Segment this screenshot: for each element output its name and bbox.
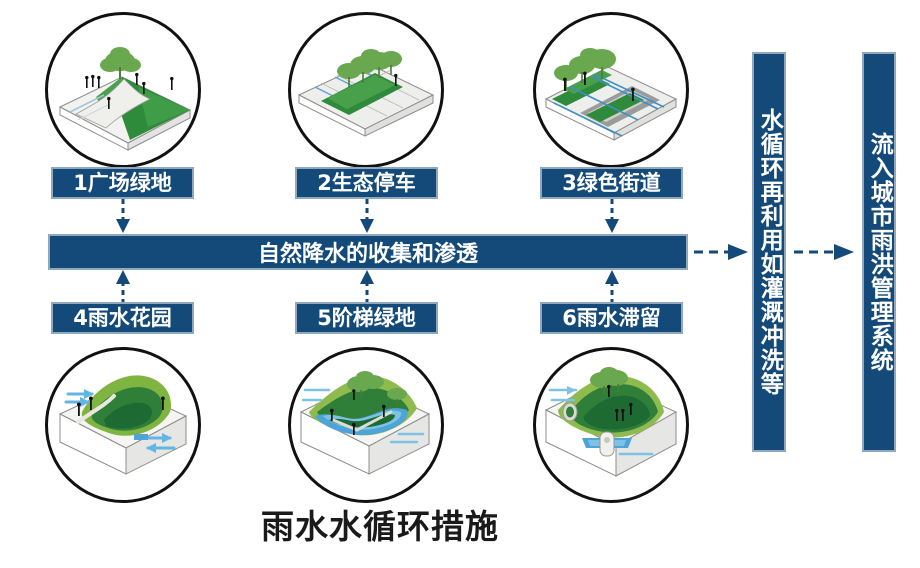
connector-eco-parking-to-main [357,199,377,235]
rain-garden-illustration [58,375,188,475]
connector-terraced-green-to-main [357,270,377,304]
connector-rain-garden-to-main [113,270,133,304]
illustration-circle-green-street [533,12,689,168]
vertical-bar-urban-stormwater-system[interactable]: 流入城市雨洪管理系统 [862,52,896,452]
label-chip-green-street[interactable]: 3绿色街道 [540,167,683,199]
illustration-circle-plaza-green-space [45,12,201,168]
vertical-bar-water-reuse[interactable]: 水循环再利用如灌溉冲洗等 [752,52,786,452]
connector-plaza-to-main [113,199,133,235]
label-chip-text: 5阶梯绿地 [317,305,416,330]
illustration-circle-rain-garden [45,347,201,503]
label-chip-text: 6雨水滞留 [562,305,661,330]
vertical-bar-water-reuse-label: 水循环再利用如灌溉冲洗等 [756,108,783,396]
label-chip-text: 3绿色街道 [562,170,661,195]
plaza-green-space-illustration [58,47,192,151]
diagram-caption: 雨水水循环措施 [261,507,499,546]
main-process-bar[interactable]: 自然降水的收集和渗透 [48,234,688,270]
main-process-bar-label: 自然降水的收集和渗透 [257,242,478,267]
illustration-circle-terraced-green-space [288,347,444,503]
vertical-bar-urban-stormwater-system-label: 流入城市雨洪管理系统 [866,132,893,372]
terraced-green-space-illustration [299,371,431,475]
illustration-circle-rainwater-retention [533,347,689,503]
rainwater-retention-illustration [544,367,678,477]
label-chip-text: 4雨水花园 [73,305,172,330]
connector-green-street-to-main [602,199,622,235]
label-chip-rainwater-retention[interactable]: 6雨水滞留 [540,302,683,334]
connector-main-to-reuse [694,238,750,266]
connector-retention-to-main [602,270,622,304]
connector-reuse-to-drain [794,238,856,266]
illustration-circle-eco-parking [288,12,444,168]
label-chip-text: 1广场绿地 [73,170,172,195]
label-chip-text: 2生态停车 [317,170,416,195]
label-chip-eco-parking[interactable]: 2生态停车 [295,167,438,199]
label-chip-rain-garden[interactable]: 4雨水花园 [51,302,194,334]
label-chip-terraced-green-space[interactable]: 5阶梯绿地 [295,302,438,334]
label-chip-plaza-green-space[interactable]: 1广场绿地 [51,167,194,199]
eco-parking-illustration [297,49,435,137]
green-street-illustration [544,48,678,141]
